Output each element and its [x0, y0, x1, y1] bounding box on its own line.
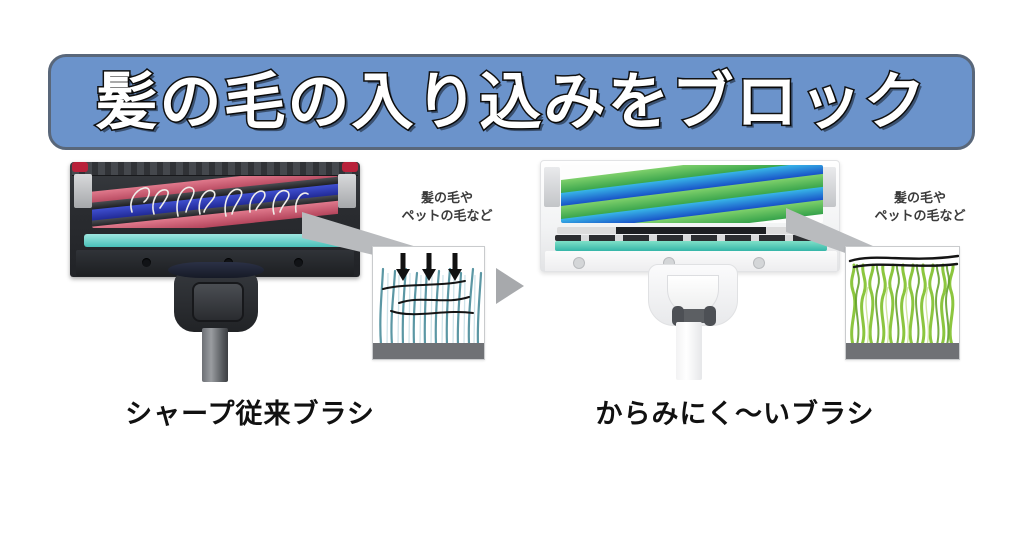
right-panel: 髪の毛や ペットの毛など: [520, 150, 990, 390]
left-caption: シャープ従来ブラシ: [125, 399, 375, 430]
left-inset-diagram: [372, 246, 485, 360]
right-callout-line1: 髪の毛や: [893, 191, 946, 206]
transition-arrow-icon: [496, 268, 524, 304]
roller-endcap-left-white: [544, 167, 560, 207]
left-callout-line1: 髪の毛や: [420, 191, 473, 206]
roller-endcap-right-white: [820, 167, 836, 207]
roller-endcap-right: [338, 174, 356, 208]
left-callout-line2: ペットの毛など: [401, 208, 493, 224]
left-panel: 髪の毛や ペットの毛など: [40, 150, 500, 390]
brush-neck-dark: [168, 262, 264, 332]
wand-tube-dark: [202, 328, 228, 382]
roller-shield-bar: [557, 227, 825, 234]
right-inset-artwork: [846, 247, 959, 359]
right-inset-base: [846, 343, 959, 359]
brush-neck-white: [648, 264, 738, 326]
housing-hole-1: [142, 258, 151, 267]
housing-hole-white-1: [573, 257, 585, 269]
teal-felt-strip-white: [555, 241, 827, 251]
downward-arrows: [396, 253, 462, 281]
housing-hole-white-3: [753, 257, 765, 269]
left-callout-label: 髪の毛や ペットの毛など: [382, 190, 512, 225]
neck-pivot-joint: [672, 306, 716, 326]
left-inset-artwork: [373, 247, 484, 359]
right-callout-label: 髪の毛や ペットの毛など: [850, 190, 990, 225]
head-top-vent-strip: [72, 162, 358, 176]
right-callout-line2: ペットの毛など: [874, 208, 966, 224]
housing-hole-3: [294, 258, 303, 267]
right-caption: からみにく〜いブラシ: [595, 399, 875, 430]
title-banner: 髪の毛の入り込みをブロック: [48, 54, 975, 150]
roller-endcap-left: [74, 174, 92, 208]
teal-felt-strip: [84, 234, 346, 247]
red-accent-right: [342, 162, 358, 172]
right-inset-diagram: [845, 246, 960, 360]
title-text: 髪の毛の入り込みをブロック: [94, 65, 928, 138]
brush-head-body-white: [540, 160, 840, 272]
roller-brush-green: [561, 165, 823, 223]
roller-comb-bar: [555, 235, 827, 241]
neck-window-dark: [192, 282, 244, 322]
non-tangling-brush-head: [540, 160, 840, 380]
wand-tube-white: [676, 322, 702, 380]
left-inset-base: [373, 343, 484, 359]
blocked-hair-strands: [848, 254, 959, 269]
neck-collar-dark: [168, 262, 264, 278]
red-accent-left: [72, 162, 88, 172]
